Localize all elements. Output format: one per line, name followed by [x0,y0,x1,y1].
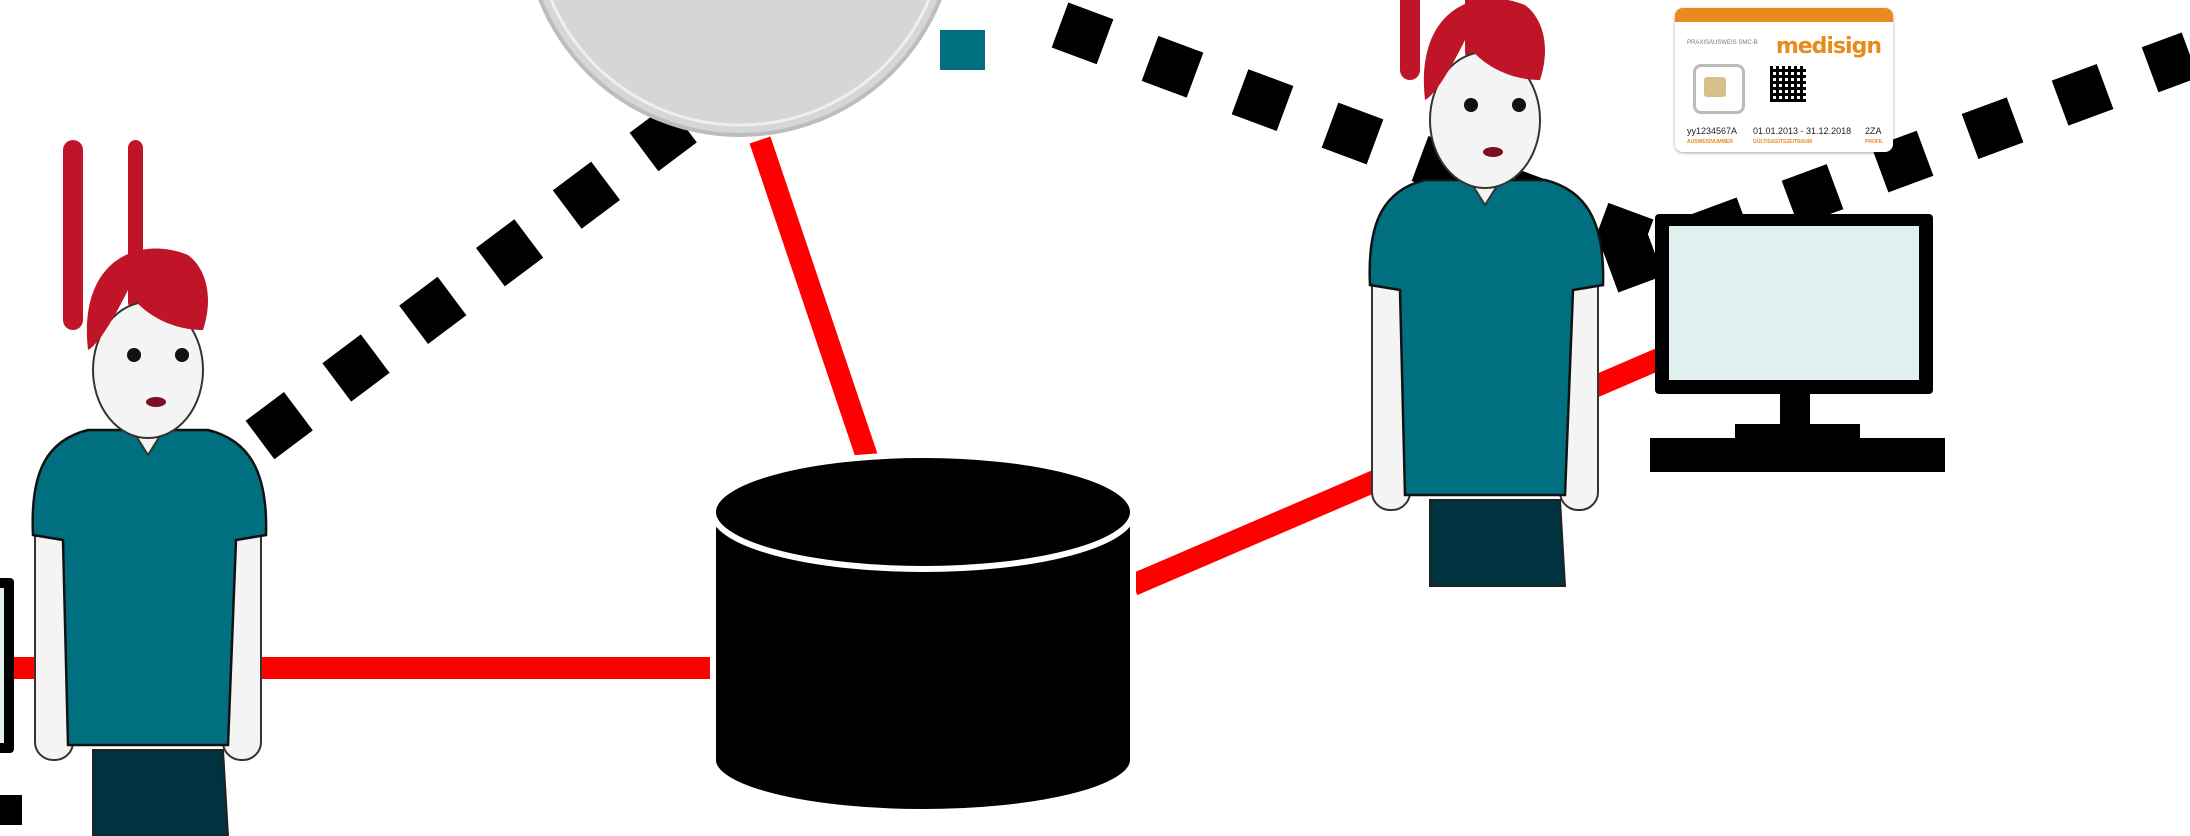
card-brand: medisign [1776,34,1881,59]
eye [1512,98,1526,112]
hair [63,140,83,330]
hair [1400,0,1420,80]
qr-code-icon [1770,66,1806,102]
chip-icon [1693,64,1745,114]
solid-link [760,140,868,460]
smartcard-icon: PRAXISAUSWEIS SMC-B medisign yy1234567A … [1675,8,1893,152]
card-id: yy1234567A [1687,126,1737,136]
skirt [93,750,228,836]
card-validity-label: GÜLTIGKEITSZEITRAUM [1753,139,1812,145]
card-id-label: AUSWEISNUMMER [1687,139,1733,145]
eye [1464,98,1478,112]
skirt [1430,500,1565,586]
server-circle-icon [525,0,985,135]
dotted-link [260,95,720,440]
eye [175,348,189,362]
card-code: 2ZA [1865,126,1882,136]
mouth [1483,147,1503,157]
database-icon [713,455,1133,812]
monitor-edge-icon [0,578,22,825]
computer-icon [1650,214,1945,472]
person-icon [1370,0,1603,586]
card-validity: 01.01.2013 - 31.12.2018 [1753,126,1851,136]
person-icon [33,140,266,836]
mouth [146,397,166,407]
eye [127,348,141,362]
card-header: PRAXISAUSWEIS SMC-B [1687,40,1758,46]
card-code-label: PROFIL [1865,139,1883,145]
